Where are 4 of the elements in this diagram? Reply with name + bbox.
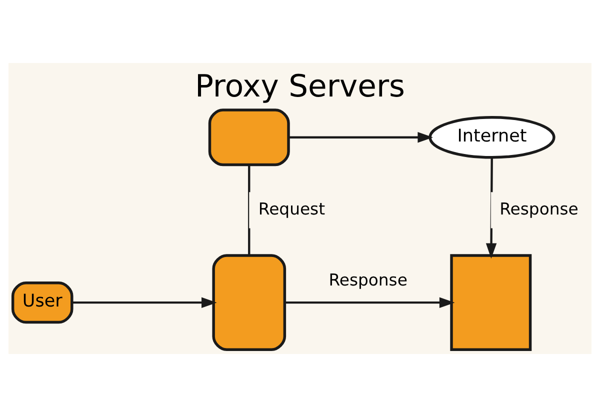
edge-label: Request [258, 200, 326, 219]
edge-label: Response [328, 270, 408, 290]
diagram-title: Proxy Servers [194, 69, 406, 104]
edge-label: Response [500, 200, 578, 219]
